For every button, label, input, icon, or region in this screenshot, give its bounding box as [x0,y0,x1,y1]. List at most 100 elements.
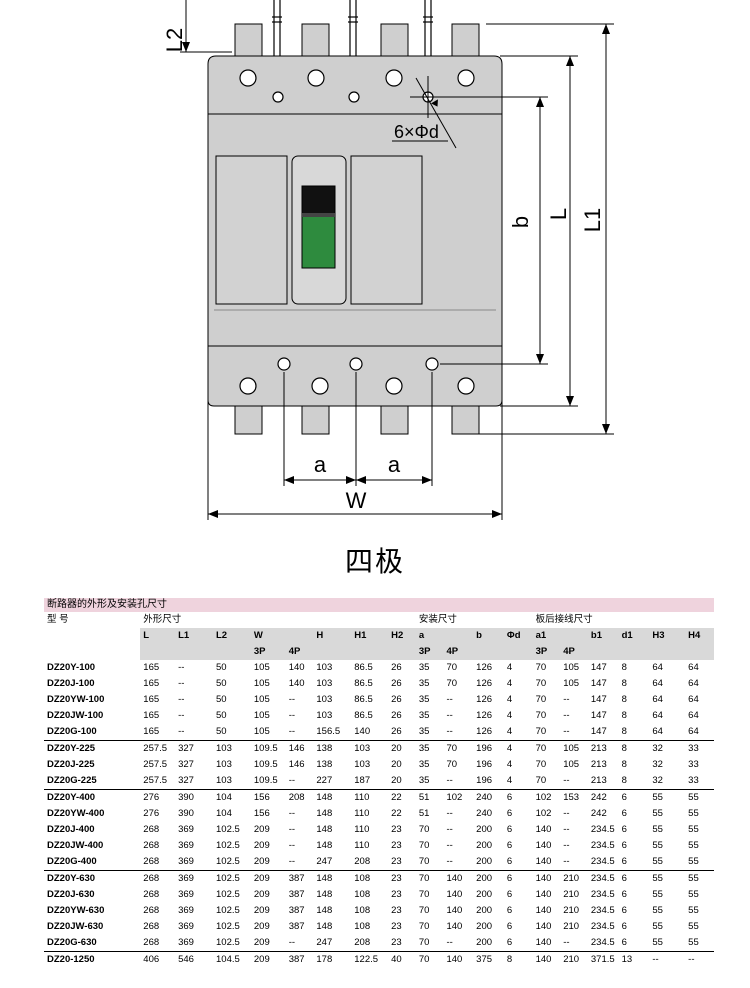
value-cell: 369 [178,824,194,835]
value-cell: 8 [621,678,627,689]
model-cell: DZ20JW-630 [47,921,104,932]
value-cell: 55 [688,856,699,867]
value-cell: 156.5 [316,726,341,737]
value-cell: 140 [535,840,552,851]
value-cell: 23 [391,856,402,867]
column-header: d1 [618,627,650,644]
value-cell: 70 [415,870,444,887]
label-L: L [546,208,571,220]
value-cell: 200 [476,840,493,851]
value-cell: 55 [688,937,699,948]
value-cell: 103 [316,662,333,673]
value-cell: -- [288,937,296,948]
value-cell: 213 [590,759,607,770]
value-cell: 209 [250,951,286,968]
value-cell: 55 [685,870,714,887]
value-cell: 257.5 [143,775,168,786]
value-cell: -- [446,840,453,851]
value-cell: 210 [563,889,580,900]
value-cell: 147 [590,678,607,689]
value-cell: 187 [354,775,371,786]
value-cell: 105 [563,662,580,673]
value-cell: 140 [443,951,474,968]
value-cell: 234.5 [590,921,615,932]
column-header: b1 [587,627,619,644]
value-cell: 108 [354,889,371,900]
value-cell: 147 [590,662,607,673]
model-cell: DZ20Y-100 [47,662,96,673]
value-cell: 110 [354,840,370,851]
value-cell: 103 [316,710,333,721]
value-cell: 209 [253,905,270,916]
value-cell: 240 [476,808,493,819]
column-header: a [415,627,444,644]
column-header: W [250,627,286,644]
value-cell: 50 [216,694,227,705]
model-cell: DZ20J-225 [47,759,95,770]
value-cell: 70 [415,951,444,968]
value-cell: 13 [618,951,650,968]
value-cell: 146 [285,740,314,757]
value-cell: 327 [178,775,194,786]
value-cell: 110 [354,808,370,819]
sub-a1-4p: 4P [560,644,588,660]
value-cell: 6 [621,840,627,851]
value-cell: 6 [506,808,513,819]
value-cell: 103 [351,740,389,757]
value-cell: 8 [621,710,627,721]
value-cell: 4 [503,740,533,757]
value-cell: 8 [621,726,627,737]
value-cell: 103 [316,694,333,705]
breaker-body [207,55,503,407]
sub-a1-3p: 3P [532,644,561,660]
value-cell: 8 [618,740,650,757]
value-cell: 4 [506,726,513,737]
value-cell: 6 [503,870,533,887]
value-cell: 26 [391,694,402,705]
value-cell: 371.5 [587,951,619,968]
value-cell: 6 [618,870,650,887]
value-cell: 55 [652,840,663,851]
value-cell: 23 [391,840,402,851]
value-cell: 247 [316,856,333,867]
value-cell: 165 [143,726,160,737]
value-cell: 108 [351,870,389,887]
value-cell: 234.5 [590,937,615,948]
model-cell: DZ20-1250 [44,951,141,968]
value-cell: 6 [506,905,513,916]
value-cell: 200 [476,921,493,932]
value-cell: 213 [590,775,607,786]
value-cell: 70 [418,856,430,867]
value-cell: 240 [473,789,504,806]
value-cell: 108 [354,905,371,916]
value-cell: -- [563,808,570,819]
value-cell: 32 [649,740,686,757]
value-cell: 6 [506,824,513,835]
value-cell: 126 [476,662,493,673]
value-cell: 55 [685,789,714,806]
value-cell: 4 [506,710,513,721]
value-cell: 35 [418,694,430,705]
value-cell: 327 [178,759,194,770]
value-cell: 102 [443,789,474,806]
drawing-caption: 四极 [344,545,405,578]
model-cell: DZ20Y-630 [44,870,141,887]
value-cell: 70 [535,662,547,673]
value-cell: 208 [285,789,314,806]
model-cell: DZ20JW-400 [47,840,104,851]
column-header: H [313,627,352,644]
value-cell: 165 [143,678,160,689]
value-cell: 148 [316,840,333,851]
value-cell: 148 [316,808,333,819]
value-cell: 234.5 [590,889,615,900]
group-outline: 外形尺寸 [140,612,416,628]
